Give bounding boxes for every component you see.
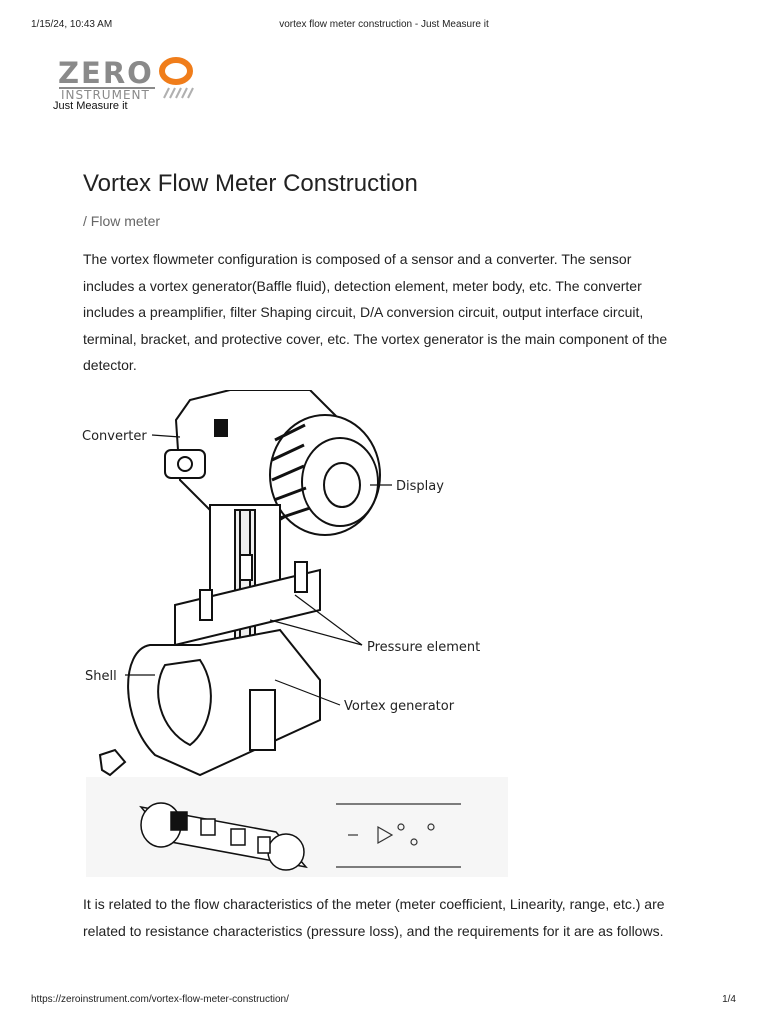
zero-instrument-logo[interactable]: ZERO INSTRUMENT <box>56 54 201 114</box>
logo-stripes <box>163 87 194 99</box>
label-converter: Converter <box>82 429 147 444</box>
vortex-street-illustration <box>86 777 508 877</box>
logo-mark: ZERO INSTRUMENT <box>58 56 194 102</box>
second-paragraph: It is related to the flow characteristic… <box>83 896 665 939</box>
meter-shell <box>127 628 321 777</box>
vortex-cylinder-drawing <box>139 802 308 871</box>
print-page-title: vortex flow meter construction - Just Me… <box>279 19 489 30</box>
display-head <box>269 414 381 536</box>
vortex-street-schematic <box>336 803 461 868</box>
label-display: Display <box>396 479 444 494</box>
logo-orange-ring <box>159 57 193 85</box>
logo-brand-text: ZERO <box>58 56 154 90</box>
logo-tagline: Just Measure it <box>53 100 128 112</box>
label-shell: Shell <box>85 669 117 684</box>
label-vortex-generator: Vortex generator <box>344 699 455 714</box>
print-header: 1/15/24, 10:43 AM vortex flow meter cons… <box>0 19 768 33</box>
print-footer: https://zeroinstrument.com/vortex-flow-m… <box>0 994 768 1008</box>
print-url: https://zeroinstrument.com/vortex-flow-m… <box>31 994 289 1005</box>
flow-arrow-icon <box>98 748 127 777</box>
intro-paragraph: The vortex flowmeter configuration is co… <box>83 251 668 373</box>
breadcrumb-category-link[interactable]: / Flow meter <box>83 213 161 229</box>
vortex-meter-diagram: Converter Display Pressure element Shell… <box>82 390 480 777</box>
flange-block <box>174 554 321 647</box>
print-page-number: 1/4 <box>722 994 736 1005</box>
page-title: Vortex Flow Meter Construction <box>83 170 418 197</box>
logo-sub-text: INSTRUMENT <box>61 88 150 102</box>
print-datetime: 1/15/24, 10:43 AM <box>31 19 113 30</box>
label-pressure-element: Pressure element <box>367 640 480 655</box>
